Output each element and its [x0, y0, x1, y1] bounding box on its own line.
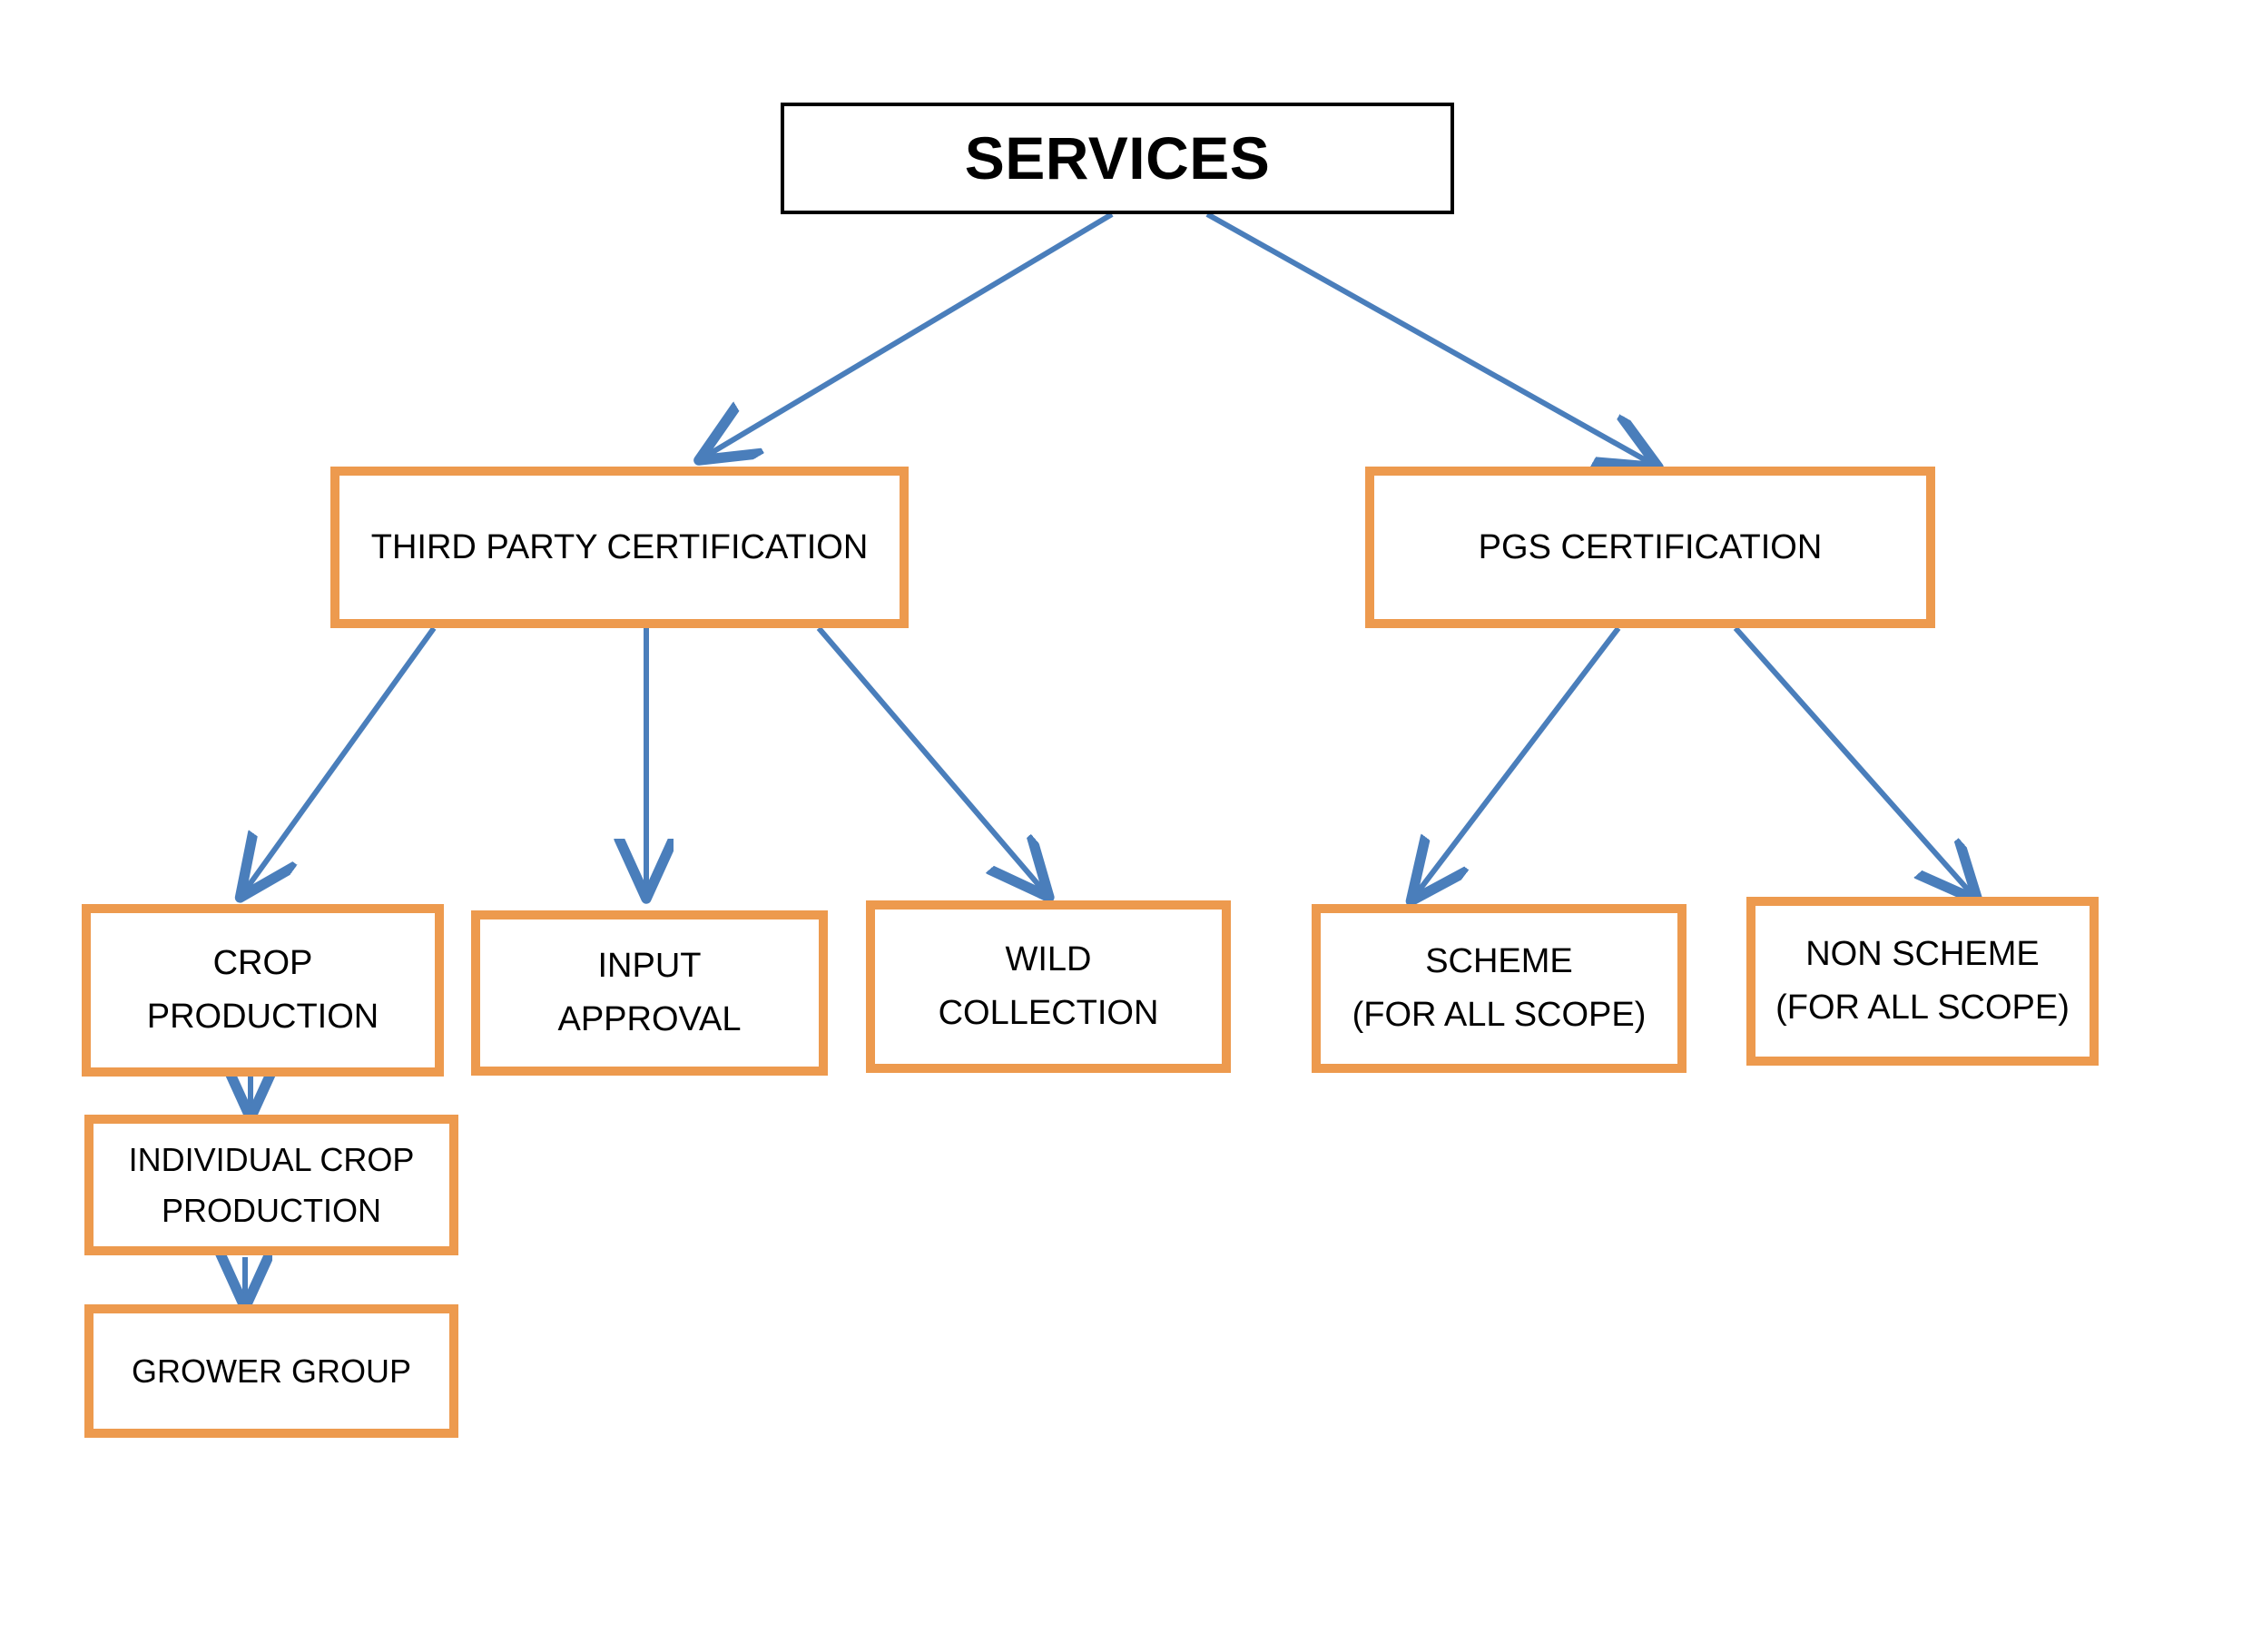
node-non-scheme[interactable]: NON SCHEME (FOR ALL SCOPE): [1746, 897, 2099, 1066]
node-third-party-certification[interactable]: THIRD PARTY CERTIFICATION: [330, 467, 909, 628]
node-grower-group-label: GROWER GROUP: [131, 1352, 411, 1390]
node-pgs-certification[interactable]: PGS CERTIFICATION: [1365, 467, 1935, 628]
node-non-scheme-label: NON SCHEME (FOR ALL SCOPE): [1775, 935, 2070, 1027]
node-input-approval[interactable]: INPUT APPROVAL: [471, 910, 828, 1076]
node-crop-production-label: CROP PRODUCTION: [146, 944, 379, 1036]
node-pgs-certification-label: PGS CERTIFICATION: [1478, 527, 1823, 566]
edge-services-to-third-party: [703, 211, 1114, 457]
node-scheme[interactable]: SCHEME (FOR ALL SCOPE): [1312, 904, 1687, 1073]
node-wild-collection[interactable]: WILD COLLECTION: [866, 900, 1231, 1073]
node-input-approval-label: INPUT APPROVAL: [557, 947, 742, 1038]
node-services[interactable]: SERVICES: [781, 103, 1454, 214]
node-individual-crop-production[interactable]: INDIVIDUAL CROP PRODUCTION: [84, 1115, 458, 1255]
node-crop-production[interactable]: CROP PRODUCTION: [82, 904, 444, 1077]
node-wild-collection-label: WILD COLLECTION: [938, 940, 1159, 1032]
node-scheme-label: SCHEME (FOR ALL SCOPE): [1352, 942, 1647, 1034]
node-grower-group[interactable]: GROWER GROUP: [84, 1304, 458, 1438]
node-individual-crop-production-label: INDIVIDUAL CROP PRODUCTION: [128, 1140, 415, 1229]
edge-third-party-to-crop-production: [243, 626, 437, 893]
node-third-party-certification-label: THIRD PARTY CERTIFICATION: [370, 527, 869, 566]
edge-third-party-to-wild-collection: [816, 626, 1046, 893]
edge-pgs-to-scheme: [1414, 626, 1621, 897]
node-services-label: SERVICES: [964, 124, 1271, 192]
edge-services-to-pgs: [1205, 211, 1654, 465]
edge-pgs-to-non-scheme: [1733, 626, 1974, 897]
